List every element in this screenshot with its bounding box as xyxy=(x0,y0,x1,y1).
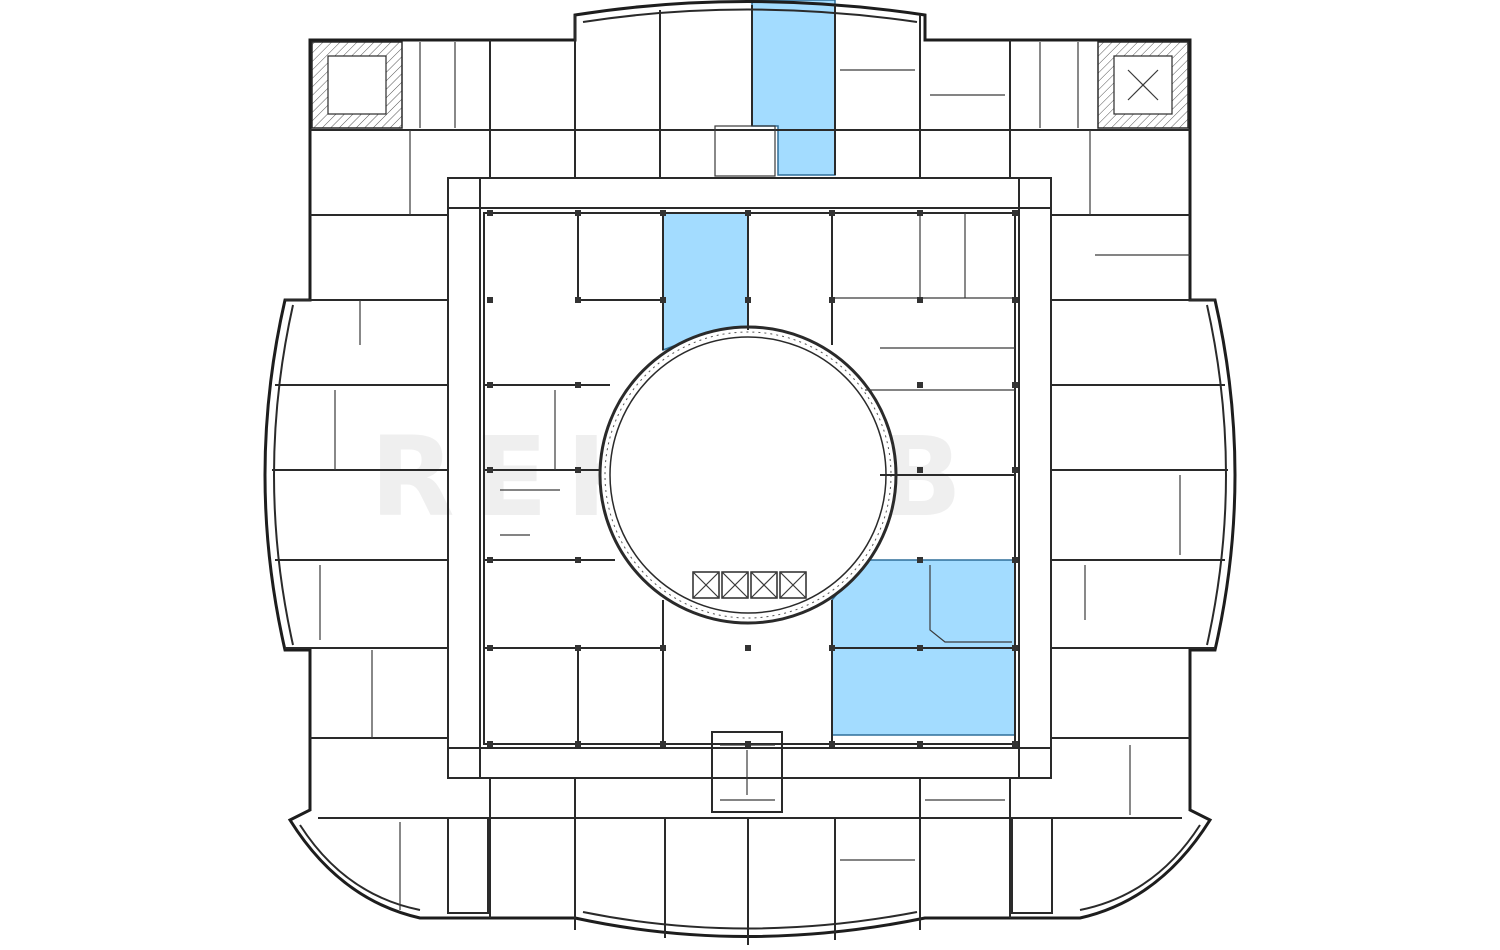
column-marker xyxy=(917,382,923,388)
column-marker xyxy=(575,645,581,651)
column-marker xyxy=(575,467,581,473)
column-marker xyxy=(829,297,835,303)
column-marker xyxy=(660,741,666,747)
column-marker xyxy=(917,467,923,473)
west-wing-rooms xyxy=(272,130,489,914)
column-marker xyxy=(1012,297,1018,303)
column-marker xyxy=(1012,210,1018,216)
column-marker xyxy=(575,297,581,303)
corridor-walls xyxy=(310,129,1190,779)
stair-cores xyxy=(311,41,1189,129)
column-marker xyxy=(660,297,666,303)
column-marker xyxy=(660,645,666,651)
column-marker xyxy=(487,467,493,473)
column-marker xyxy=(575,741,581,747)
column-marker xyxy=(745,210,751,216)
column-marker xyxy=(660,210,666,216)
column-marker xyxy=(487,210,493,216)
east-wing-rooms xyxy=(1011,130,1228,914)
column-marker xyxy=(487,557,493,563)
column-marker xyxy=(917,741,923,747)
column-marker xyxy=(917,557,923,563)
column-marker xyxy=(575,382,581,388)
column-marker xyxy=(575,557,581,563)
column-marker xyxy=(829,210,835,216)
column-marker xyxy=(917,297,923,303)
column-marker xyxy=(487,297,493,303)
column-marker xyxy=(829,741,835,747)
column-marker xyxy=(1012,557,1018,563)
column-marker xyxy=(487,645,493,651)
outer-walls xyxy=(263,0,1237,938)
column-marker xyxy=(1012,382,1018,388)
column-marker xyxy=(1012,741,1018,747)
column-marker xyxy=(829,645,835,651)
column-marker xyxy=(745,741,751,747)
column-marker xyxy=(575,210,581,216)
column-marker xyxy=(487,382,493,388)
north-wing-rooms xyxy=(419,5,1079,178)
column-marker xyxy=(487,741,493,747)
column-marker xyxy=(917,645,923,651)
column-marker xyxy=(1012,467,1018,473)
north-strip-unit[interactable] xyxy=(751,0,836,176)
column-marker xyxy=(917,210,923,216)
column-marker xyxy=(745,297,751,303)
south-wing-rooms xyxy=(489,731,1011,945)
rotunda xyxy=(598,325,898,625)
column-marker xyxy=(745,645,751,651)
column-marker xyxy=(1012,645,1018,651)
structural-columns xyxy=(487,210,1018,747)
